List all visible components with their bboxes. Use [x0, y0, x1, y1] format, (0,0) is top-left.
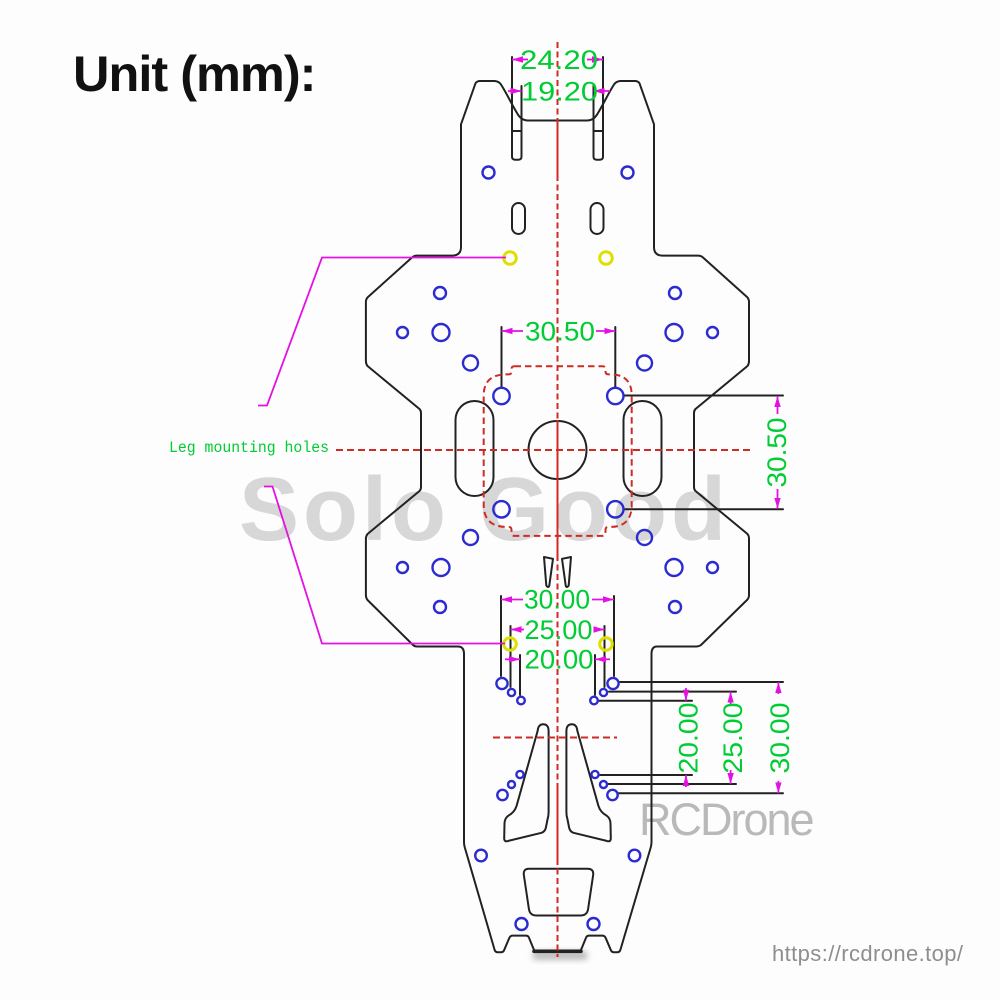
svg-text:25.00: 25.00	[718, 703, 748, 774]
svg-text:25.00: 25.00	[525, 615, 593, 645]
svg-text:30.00: 30.00	[765, 703, 795, 774]
svg-text:20.00: 20.00	[674, 703, 704, 774]
svg-text:20.00: 20.00	[525, 645, 594, 675]
svg-text:30.50: 30.50	[525, 317, 595, 347]
svg-text:Leg mounting holes: Leg mounting holes	[169, 439, 329, 457]
svg-text:24.20: 24.20	[520, 45, 598, 75]
svg-text:19.20: 19.20	[521, 77, 598, 107]
svg-text:30.50: 30.50	[762, 418, 792, 488]
svg-text:30.00: 30.00	[524, 585, 590, 615]
